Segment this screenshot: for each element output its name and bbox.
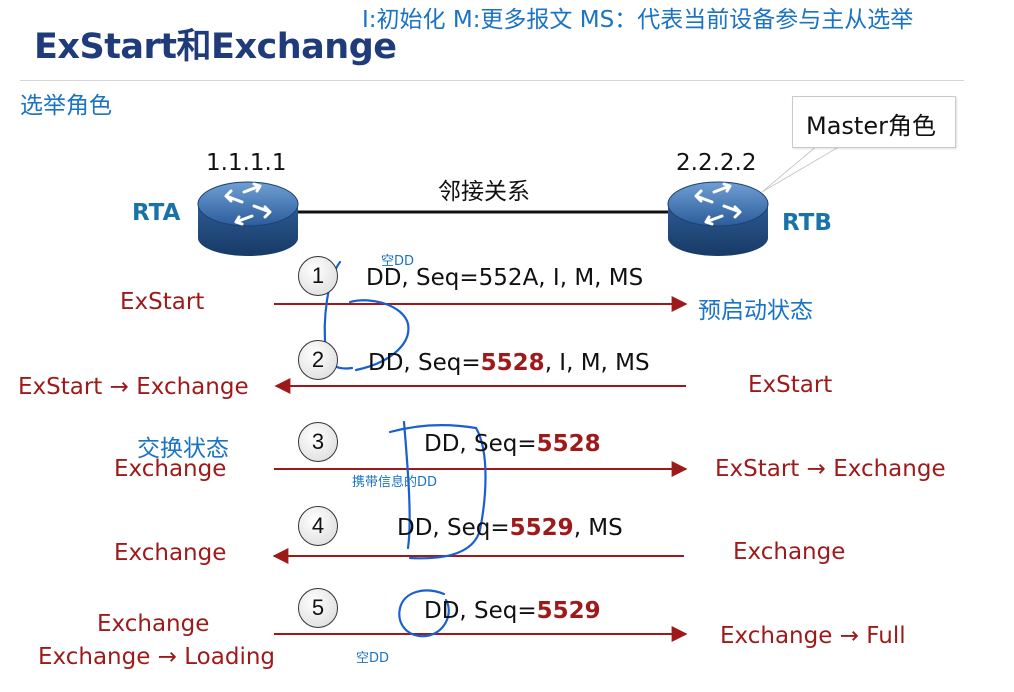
step-3-marker: 3	[298, 422, 338, 462]
step-2-marker: 2	[298, 340, 338, 380]
step-4-seq: 5529	[509, 515, 574, 541]
rta-ip: 1.1.1.1	[206, 150, 287, 176]
step-5-marker: 5	[298, 588, 338, 628]
adjacency-label: 邻接关系	[438, 179, 530, 205]
router-rtb-icon	[667, 181, 769, 256]
master-callout-box	[792, 96, 956, 148]
router-rta-icon	[197, 181, 299, 256]
step-1-left-state: ExStart	[120, 289, 205, 315]
step-5-message: DD, Seq=5529	[424, 598, 601, 624]
step-4-msg-suffix: , MS	[573, 515, 623, 541]
step-3-right-state: ExStart → Exchange	[715, 456, 946, 482]
handwritten-info-dd: 携带信息的DD	[352, 475, 438, 490]
step-5-seq: 5529	[536, 598, 601, 624]
callout-pointer	[761, 144, 844, 193]
step-3-left-note: 交换状态	[137, 436, 229, 462]
step-4-message: DD, Seq=5529, MS	[397, 515, 623, 541]
step-3-seq: 5528	[536, 431, 601, 457]
step-3-left-state: Exchange	[114, 456, 227, 482]
step-4-left-state: Exchange	[114, 540, 227, 566]
step-1-right-state: 预启动状态	[698, 298, 813, 324]
step-4-msg-prefix: DD, Seq=	[397, 515, 510, 541]
rtb-ip: 2.2.2.2	[676, 150, 757, 176]
step-5-left-state: Exchange	[97, 611, 210, 637]
title-divider	[20, 80, 964, 81]
step-5-left-state-2: Exchange → Loading	[38, 644, 276, 670]
step-2-right-state: ExStart	[748, 372, 833, 398]
step-4-right-state: Exchange	[733, 539, 846, 565]
page-title: ExStart和Exchange	[34, 27, 397, 67]
step-3-msg-prefix: DD, Seq=	[424, 431, 537, 457]
step-1-marker: 1	[298, 256, 338, 296]
step-5-right-state: Exchange → Full	[720, 623, 906, 649]
master-callout-text: Master角色	[806, 112, 936, 140]
step-2-seq: 5528	[480, 350, 545, 376]
handwritten-strokes	[323, 260, 487, 638]
rta-label: RTA	[132, 200, 181, 226]
step-5-msg-prefix: DD, Seq=	[424, 598, 537, 624]
step-2-message: DD, Seq=5528, I, M, MS	[368, 350, 650, 376]
flag-legend-note: I:初始化 M:更多报文 MS：代表当前设备参与主从选举	[362, 7, 914, 33]
rtb-label: RTB	[782, 210, 832, 236]
step-2-msg-prefix: DD, Seq=	[368, 350, 481, 376]
step-2-left-state: ExStart → Exchange	[18, 374, 249, 400]
handwritten-empty-dd-2: 空DD	[356, 651, 390, 666]
handwritten-empty-dd-1: 空DD	[381, 254, 415, 269]
step-4-marker: 4	[298, 506, 338, 546]
step-2-msg-suffix: , I, M, MS	[544, 350, 650, 376]
step-1-message: DD, Seq=552A, I, M, MS	[366, 265, 644, 291]
section-label: 选举角色	[20, 93, 112, 119]
step-3-message: DD, Seq=5528	[424, 431, 601, 457]
